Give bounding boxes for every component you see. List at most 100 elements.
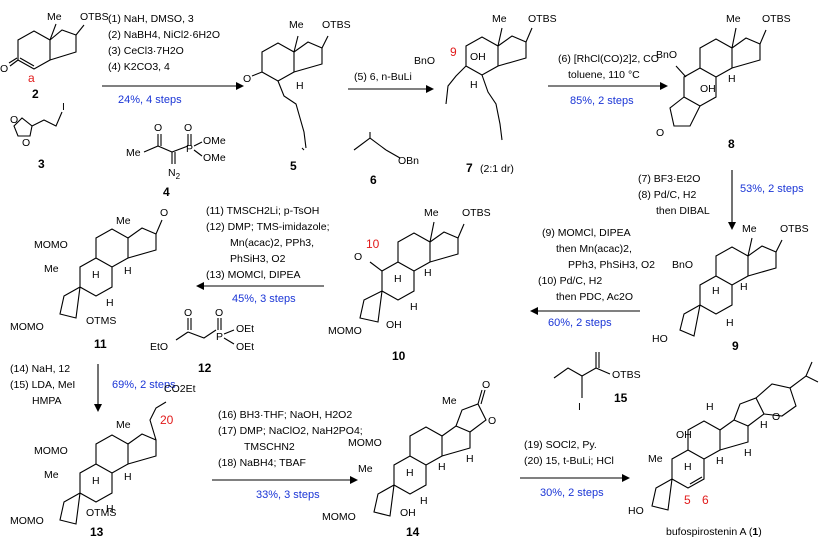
condition-line: Mn(acac)2, PPh3,: [230, 237, 314, 249]
h-label: H: [726, 317, 734, 329]
condition-line: (16) BH3·THF; NaOH, H2O2: [218, 409, 352, 421]
oxygen-label: O: [184, 122, 192, 134]
condition-line: (4) K2CO3, 4: [108, 61, 170, 73]
compound-number: 15: [614, 391, 628, 405]
bno-label: BnO: [672, 259, 693, 271]
mom-label: MOMO: [34, 445, 68, 457]
h-label: H: [106, 503, 114, 515]
step-yield: 45%, 3 steps: [232, 293, 296, 305]
h-label: H: [712, 285, 720, 297]
compound-12: O O P OEt OEt EtO 12: [150, 307, 254, 375]
oxygen-label: O: [22, 137, 30, 149]
step-4-conditions: (7) BF3·Et2O (8) Pd/C, H2 then DIBAL 53%…: [638, 173, 804, 217]
compound-13: CO2Et 20 Me MOMO Me H H H MOMO OTMS 13: [10, 383, 196, 539]
bno-label: BnO: [414, 55, 435, 67]
step-yield: 53%, 2 steps: [740, 183, 804, 195]
condition-line: (13) MOMCl, DIPEA: [206, 269, 301, 281]
oet-label: OEt: [236, 341, 254, 353]
condition-line: (12) DMP; TMS-imidazole;: [206, 221, 330, 233]
ketone-oxygen-label: O: [656, 127, 664, 139]
compound-5: Me OTBS O H 5: [243, 19, 351, 173]
otbs-label: OTBS: [80, 11, 109, 23]
atom-9-label: 9: [450, 45, 457, 59]
h-label: H: [466, 453, 474, 465]
momo-label: MOMO: [10, 321, 44, 333]
lactone-carbonyl-label: O: [482, 379, 490, 391]
ho-label: HO: [628, 505, 644, 517]
methyl-label: Me: [726, 13, 741, 25]
step-yield: 24%, 4 steps: [118, 94, 182, 106]
otms-label: OTMS: [86, 315, 116, 327]
condition-line: (7) BF3·Et2O: [638, 173, 700, 185]
atom-5-label: 5: [684, 493, 691, 507]
oxygen-label: O: [10, 114, 18, 126]
methyl-label: Me: [47, 11, 62, 23]
compound-number: 14: [406, 525, 420, 539]
condition-line: then PDC, Ac2O: [556, 291, 633, 303]
oh-label: OH: [386, 319, 402, 331]
methyl-label: Me: [492, 13, 507, 25]
compound-8: Me OTBS BnO OH H O 8: [656, 13, 791, 151]
condition-line: (17) DMP; NaClO2, NaH2PO4;: [218, 425, 363, 437]
condition-line: (3) CeCl3·7H2O: [108, 45, 184, 57]
oet-label: OEt: [236, 323, 254, 335]
phosphorus-label: P: [186, 143, 193, 155]
compound-6: OBn 6: [353, 132, 419, 187]
step-9-conditions: (19) SOCl2, Py. (20) 15, t-BuLi; HCl 30%…: [524, 439, 614, 499]
compound-number: 8: [728, 137, 735, 151]
methyl-label: Me: [742, 223, 757, 235]
compound-1: Me OH O H H H H H 5 6 HO bufospirostenin…: [628, 361, 819, 538]
step-yield: 60%, 2 steps: [548, 317, 612, 329]
condition-line: (15) LDA, MeI: [10, 379, 75, 391]
h-label: H: [438, 461, 446, 473]
ome-label: OMe: [203, 135, 226, 147]
h-label: H: [394, 273, 402, 285]
otbs-label: OTBS: [780, 223, 809, 235]
momo-label: MOMO: [328, 325, 362, 337]
condition-line: (8) Pd/C, H2: [638, 189, 697, 201]
h-label: H: [684, 461, 692, 473]
compound-number: 6: [370, 173, 377, 187]
h-label: H: [92, 475, 100, 487]
step-5-conditions: (9) MOMCl, DIPEA then Mn(acac)2, PPh3, P…: [538, 227, 655, 329]
h-label: H: [424, 267, 432, 279]
compound-number: 7: [466, 161, 473, 175]
iodine-label: I: [62, 101, 65, 113]
h-label: H: [420, 495, 428, 507]
h-label: H: [706, 401, 714, 413]
h-label: H: [744, 447, 752, 459]
step-7-conditions: (14) NaH, 12 (15) LDA, MeI HMPA 69%, 2 s…: [10, 363, 176, 407]
methyl-label: Me: [289, 19, 304, 31]
compound-number: 11: [94, 337, 107, 351]
condition-line: (2) NaBH4, NiCl2·6H2O: [108, 29, 220, 41]
methyl-label: Me: [358, 463, 373, 475]
h-label: H: [406, 467, 414, 479]
mom-label: MOMO: [348, 437, 382, 449]
condition-line: (1) NaH, DMSO, 3: [108, 13, 194, 25]
step-6-conditions: (11) TMSCH2Li; p-TsOH (12) DMP; TMS-imid…: [206, 205, 330, 305]
compound-number: 5: [290, 159, 297, 173]
methyl-label: Me: [116, 419, 131, 431]
condition-line: (5) 6, n-BuLi: [354, 71, 412, 83]
h-label: H: [296, 80, 304, 92]
oh-label: OH: [400, 507, 416, 519]
h-label: H: [728, 73, 736, 85]
diazo-label: N2: [168, 167, 181, 181]
compound-number: 12: [198, 361, 212, 375]
step-8-conditions: (16) BH3·THF; NaOH, H2O2 (17) DMP; NaClO…: [218, 409, 363, 501]
h-label: H: [124, 471, 132, 483]
arrow-head: [530, 307, 538, 315]
h-label: H: [716, 455, 724, 467]
condition-line: (19) SOCl2, Py.: [524, 439, 597, 451]
compound-3: O O I 3: [10, 101, 65, 171]
condition-line: TMSCHN2: [244, 441, 295, 453]
step-yield: 69%, 2 steps: [112, 379, 176, 391]
condition-line: PhSiH3, O2: [230, 253, 286, 265]
methyl-label: Me: [648, 453, 663, 465]
momo-label: MOMO: [10, 515, 44, 527]
oh-label: OH: [470, 51, 486, 63]
mom-label: MOMO: [34, 239, 68, 251]
dr-label: (2:1 dr): [480, 163, 514, 175]
otbs-label: OTBS: [612, 369, 641, 381]
